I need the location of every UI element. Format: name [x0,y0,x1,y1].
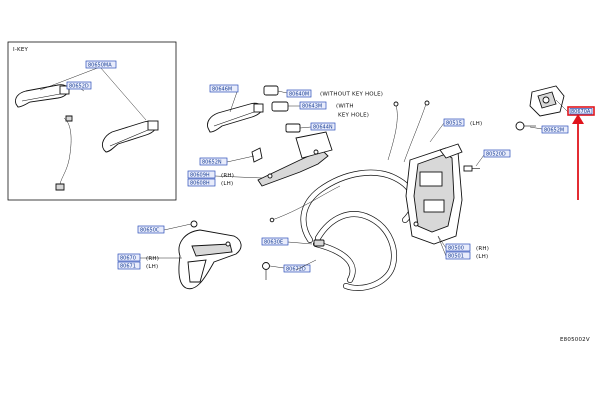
outside-handle-rod [271,185,341,221]
leader-80670a [555,99,569,113]
inside-handle-screw [190,220,198,228]
note-rh-inside: (RH) [146,256,159,262]
leader-80609h [214,175,263,179]
label-80520d: 80520D [483,149,511,158]
leader-80652n [226,155,255,163]
note-with-key-hole-line1: (WITH [336,104,354,110]
svg-text:80652M: 80652M [544,127,564,133]
svg-text:80609H: 80609H [190,172,210,178]
note-lh-inside: (LH) [146,264,158,270]
door-lock-actuator [405,143,463,245]
i-key-connector [65,115,73,122]
outside-handle [207,102,264,133]
svg-text:80652N: 80652N [202,159,222,165]
leader-80672d [269,265,285,269]
rod-end [269,217,275,223]
svg-text:80670A: 80670A [571,109,591,115]
svg-text:80646M: 80646M [212,86,232,92]
cable-end-knob [424,100,430,106]
inside-handle [178,229,242,290]
leader-80650ma [39,66,147,121]
label-80652n: 80652N [199,157,228,166]
label-80643m: 80643M [299,101,327,110]
striker-bolt [515,121,536,131]
key-cylinder [271,101,289,112]
label-80652m: 80652M [541,125,569,134]
svg-text:80500: 80500 [448,245,464,251]
svg-text:80630E: 80630E [264,239,283,245]
svg-text:80644N: 80644N [313,124,333,130]
note-lh-80515: (LH) [470,121,482,127]
leader-80644n [299,126,312,129]
leader-80652a [295,259,317,271]
label-80500: 80500 [445,243,471,252]
svg-text:80672D: 80672D [286,266,306,272]
note-with-key-hole-line2: KEY HOLE) [338,113,369,119]
actuator-screw [463,165,480,172]
leader-80640m [277,90,288,94]
cable-clip [313,239,325,247]
label-80515: 80515 [443,118,465,127]
figure-id: E805002V [560,337,590,343]
label-80640m: 80640M [286,89,312,98]
i-key-harness [59,117,72,185]
svg-text:80650C: 80650C [140,227,160,233]
svg-text:80650MA: 80650MA [88,62,112,68]
i-key-outside-handle-upper [15,84,70,108]
leader-80520d [475,154,485,167]
svg-text:80608H: 80608H [190,180,210,186]
label-80501: 80501 [445,251,471,260]
label-80609h: 80609H [187,170,216,179]
label-80650ma: 80650MA [85,60,117,69]
note-rh-handle: (RH) [221,173,234,179]
lock-rod-knob [393,101,399,107]
label-80652d: 80652D [66,81,92,90]
svg-text:80515: 80515 [446,120,462,126]
key-cylinder-cap [263,85,279,96]
svg-text:80670: 80670 [120,255,136,261]
label-80644n: 80644N [310,122,336,131]
svg-text:80671: 80671 [120,263,136,269]
svg-text:80520D: 80520D [486,151,506,157]
leader-80630e [287,241,313,245]
i-key-connector-end [55,183,65,191]
svg-text:80643M: 80643M [302,103,322,109]
inside-lock-cable [403,103,427,163]
label-80630e: 80630E [261,237,289,246]
note-without-key-hole: (WITHOUT KEY HOLE) [320,92,383,98]
i-key-outside-handle-lower [101,120,159,153]
label-80672d: 80672D [283,264,311,273]
inside-handle-bolt [262,262,270,280]
svg-text:80501: 80501 [448,253,464,259]
label-80608h: 80608H [187,178,216,187]
leader-80650c [163,223,192,231]
note-lh-handle: (LH) [221,181,233,187]
note-lh-actuator: (LH) [476,254,488,260]
i-key-inset-frame [7,41,177,201]
label-80646m: 80646M [209,84,239,93]
lock-rod [387,104,398,161]
control-cables [300,169,417,291]
label-80650c: 80650C [137,225,165,234]
note-rh-actuator: (RH) [476,246,489,252]
label-80670: 80670 [117,253,141,262]
svg-text:80652D: 80652D [69,83,89,89]
label-80670a: 80670A [567,106,595,116]
leader-80500 [437,235,447,257]
inset-title: I-KEY [13,47,28,53]
outside-handle-bracket [251,131,333,187]
leader-80515 [429,122,445,143]
handle-gasket [285,123,301,133]
label-80671: 80671 [117,261,141,270]
highlight-arrow [572,114,584,200]
svg-text:80640M: 80640M [289,91,309,97]
leader-80652m [529,126,543,130]
leader-80646m [229,88,239,113]
door-striker [529,85,565,117]
